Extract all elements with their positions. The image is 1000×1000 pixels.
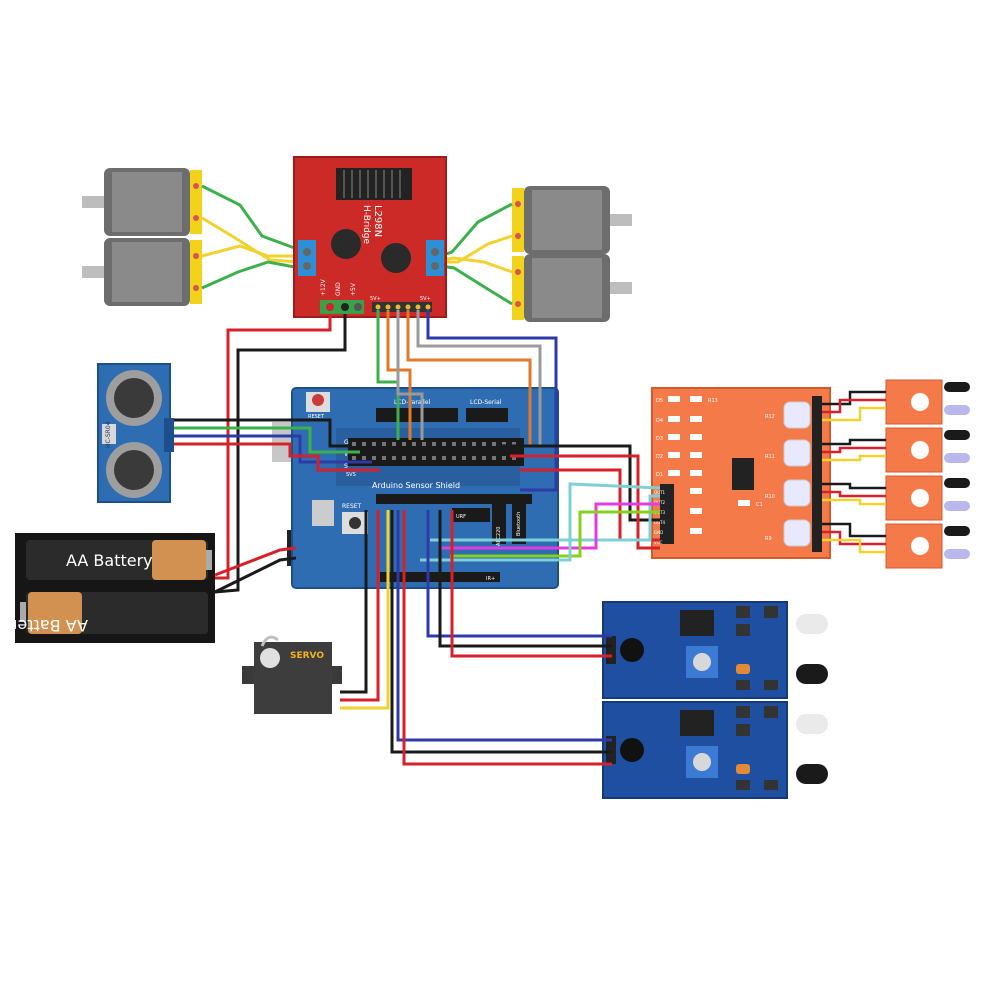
ir-label: IR+ bbox=[486, 576, 495, 582]
probe-wires bbox=[822, 390, 886, 554]
res-r10: R10 bbox=[765, 494, 775, 500]
led-d1: D1 bbox=[656, 472, 663, 478]
motor-left-bottom bbox=[82, 238, 202, 306]
reset-label: RESET bbox=[342, 503, 362, 510]
pin-v-label: V bbox=[344, 451, 349, 458]
motor-right-bottom bbox=[512, 254, 632, 322]
hbridge-pin-12v: +12V bbox=[320, 278, 327, 296]
battery-pack: AA Battery AA Battery bbox=[1, 533, 215, 643]
hbridge-pin-gnd: GND bbox=[335, 282, 342, 296]
pin-s-label: S bbox=[344, 463, 348, 470]
ir-probe-3 bbox=[885, 475, 970, 521]
battery-bottom-label: AA Battery bbox=[1, 616, 88, 635]
ir-module-top bbox=[602, 601, 828, 699]
line-sensor-board: R13 R12 R11 R10 R9 D5 D4 D3 D2 D1 C1 OUT… bbox=[651, 387, 831, 559]
battery-top-label: AA Battery bbox=[66, 551, 153, 570]
ultrasonic-sensor: HC-SR04 bbox=[97, 363, 174, 503]
urf-label: URF bbox=[456, 514, 466, 520]
ir-probe-4 bbox=[885, 523, 970, 569]
pin-out1: OUT1 bbox=[654, 490, 666, 495]
shield-title: Arduino Sensor Shield bbox=[372, 481, 460, 490]
hbridge-subtitle: H-Bridge bbox=[361, 205, 371, 244]
res-r9: R9 bbox=[765, 536, 772, 542]
bluetooth-label: Bluetooth bbox=[516, 512, 522, 536]
hbridge-5v-left: 5V+ bbox=[370, 296, 381, 302]
reset-top-label: RESET bbox=[308, 414, 325, 420]
ir-module-bottom bbox=[602, 701, 828, 799]
servo-label: SERVO bbox=[290, 651, 324, 661]
l298n-h-bridge: L298N H-Bridge +12V GND +5V 5V+ 5V+ bbox=[293, 156, 447, 318]
hbridge-title: L298N bbox=[372, 205, 383, 237]
arduino-sensor-shield: RESET LCD-Parallel LCD-Serial G V S SVS … bbox=[272, 387, 559, 589]
lcd-parallel-label: LCD-Parallel bbox=[394, 399, 431, 406]
ultrasonic-label: HC-SR04 bbox=[105, 421, 112, 448]
servo-motor: SERVO bbox=[242, 635, 342, 714]
hbridge-5v-right: 5V+ bbox=[420, 296, 431, 302]
led-d3: D3 bbox=[656, 436, 663, 442]
res-r11: R11 bbox=[765, 454, 775, 460]
ir-probe-1 bbox=[885, 379, 970, 425]
res-r13: R13 bbox=[708, 398, 718, 404]
main-wires bbox=[174, 310, 661, 766]
cap-c1: C1 bbox=[756, 502, 763, 508]
power-label: SVS bbox=[346, 472, 356, 478]
res-r12: R12 bbox=[765, 414, 775, 420]
pin-vcc: VCC bbox=[654, 540, 663, 545]
pin-out4: OUT4 bbox=[654, 520, 666, 525]
ir-probe-2 bbox=[885, 427, 970, 473]
led-d5: D5 bbox=[656, 398, 663, 404]
motor-right-top bbox=[512, 186, 632, 254]
motor-left-top bbox=[82, 168, 202, 236]
led-d2: D2 bbox=[656, 454, 663, 460]
lcd-serial-label: LCD-Serial bbox=[470, 399, 502, 406]
led-d4: D4 bbox=[656, 418, 663, 424]
pin-gnd: GND bbox=[654, 530, 663, 535]
pin-g-label: G bbox=[344, 439, 349, 446]
apc220-label: APC220 bbox=[496, 527, 502, 546]
hbridge-pin-5v: +5V bbox=[350, 282, 357, 296]
